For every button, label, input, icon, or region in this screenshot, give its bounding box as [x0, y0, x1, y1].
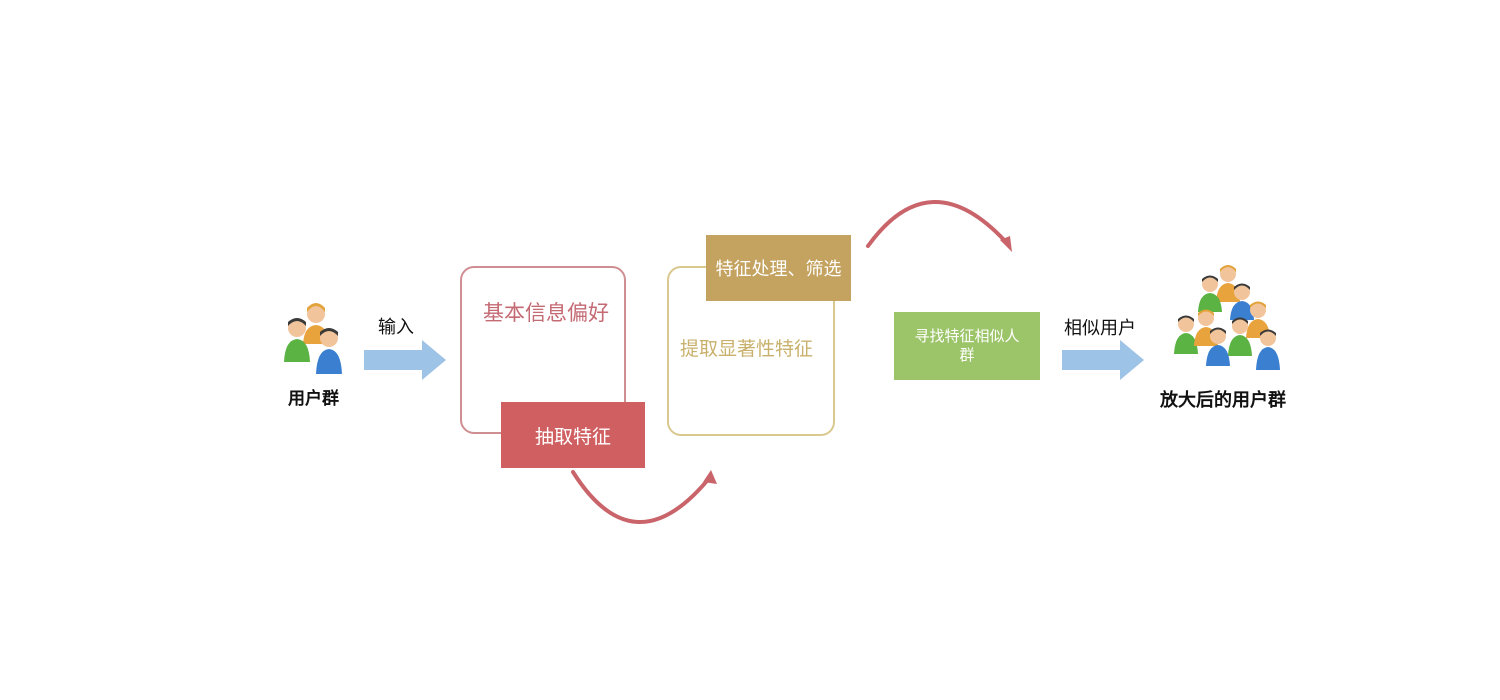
feature-processing-box: 特征处理、筛选 — [706, 235, 851, 301]
similar-users-label: 相似用户 — [1064, 318, 1136, 339]
input-arrow — [364, 340, 446, 380]
extract-features-text: 抽取特征 — [534, 425, 611, 448]
upper-curve-arrow — [866, 200, 1012, 252]
user-group-icon — [284, 303, 342, 374]
input-label: 输入 — [378, 317, 414, 338]
enlarged-user-group-icon — [1174, 265, 1280, 370]
lower-curve-arrow — [571, 470, 717, 524]
user-group-label: 用户群 — [288, 389, 339, 409]
feature-processing-text: 特征处理、筛选 — [715, 259, 842, 280]
similar-users-arrow — [1062, 340, 1144, 380]
find-similar-text: 寻找特征相似人群 — [914, 327, 1020, 364]
find-similar-box: 寻找特征相似人群 — [894, 312, 1040, 380]
salient-features-text: 提取显著性特征 — [680, 338, 814, 360]
basic-info-text: 基本信息偏好 — [483, 301, 609, 325]
extract-features-box: 抽取特征 — [501, 402, 645, 468]
enlarged-user-group-label: 放大后的用户群 — [1160, 390, 1286, 411]
